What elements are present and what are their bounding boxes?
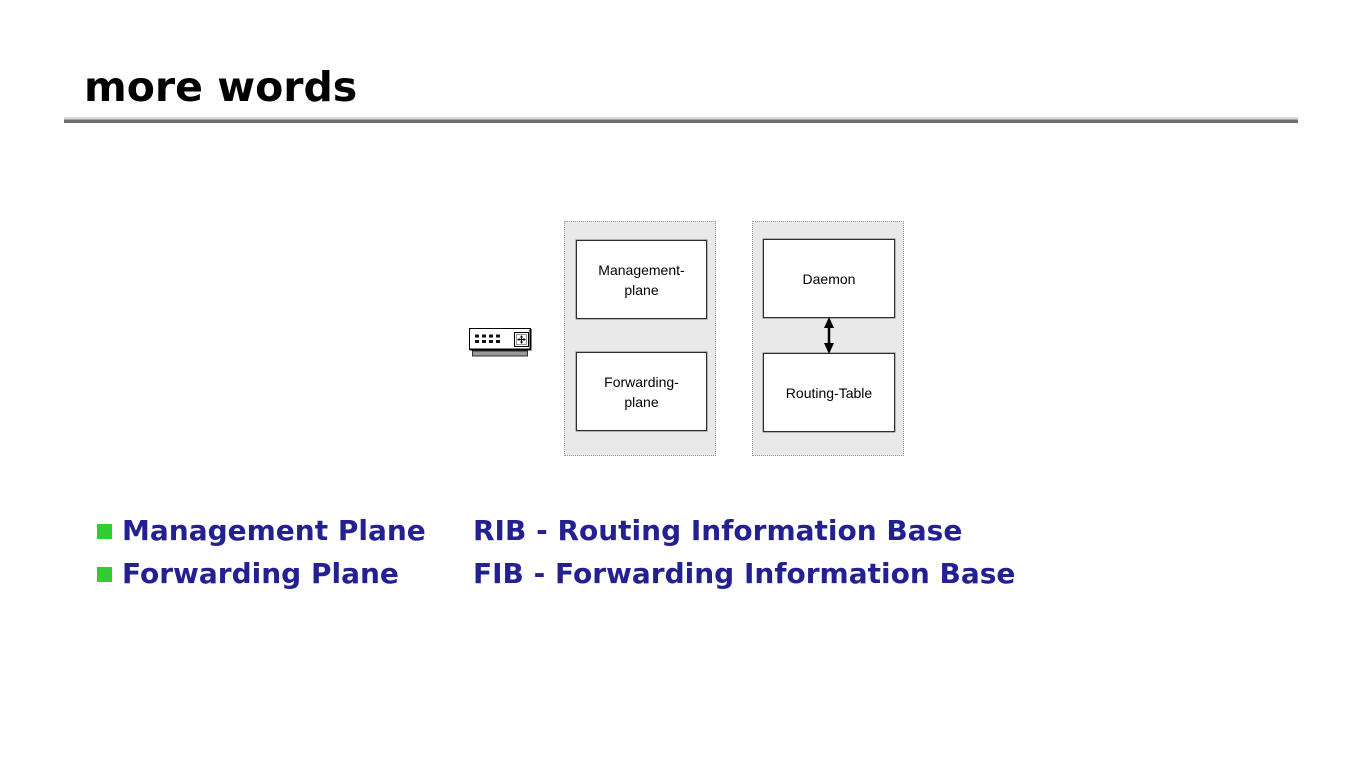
definition-rib: RIB - Routing Information Base bbox=[473, 514, 963, 547]
daemon-label: Daemon bbox=[802, 270, 856, 287]
management-plane-label-line1: Management- bbox=[598, 261, 685, 278]
router-device-icon bbox=[469, 328, 533, 358]
routing-table-label: Routing-Table bbox=[785, 384, 873, 401]
bullet-square-icon bbox=[97, 567, 112, 582]
bullet-management-plane: Management Plane bbox=[122, 514, 426, 547]
definition-fib: FIB - Forwarding Information Base bbox=[473, 557, 1016, 590]
forwarding-plane-box: Forwarding- plane bbox=[576, 352, 707, 431]
page-title: more words bbox=[84, 63, 358, 111]
title-underline bbox=[64, 117, 1298, 123]
bullet-forwarding-plane: Forwarding Plane bbox=[122, 557, 399, 590]
daemon-box: Daemon bbox=[763, 239, 895, 318]
bullet-square-icon bbox=[97, 524, 112, 539]
forwarding-plane-label-line2: plane bbox=[624, 393, 659, 410]
routing-table-box: Routing-Table bbox=[763, 353, 895, 432]
management-plane-box: Management- plane bbox=[576, 240, 707, 319]
forwarding-plane-label-line1: Forwarding- bbox=[604, 373, 679, 390]
management-plane-label-line2: plane bbox=[624, 281, 659, 298]
double-headed-vertical-arrow-icon bbox=[815, 316, 843, 355]
